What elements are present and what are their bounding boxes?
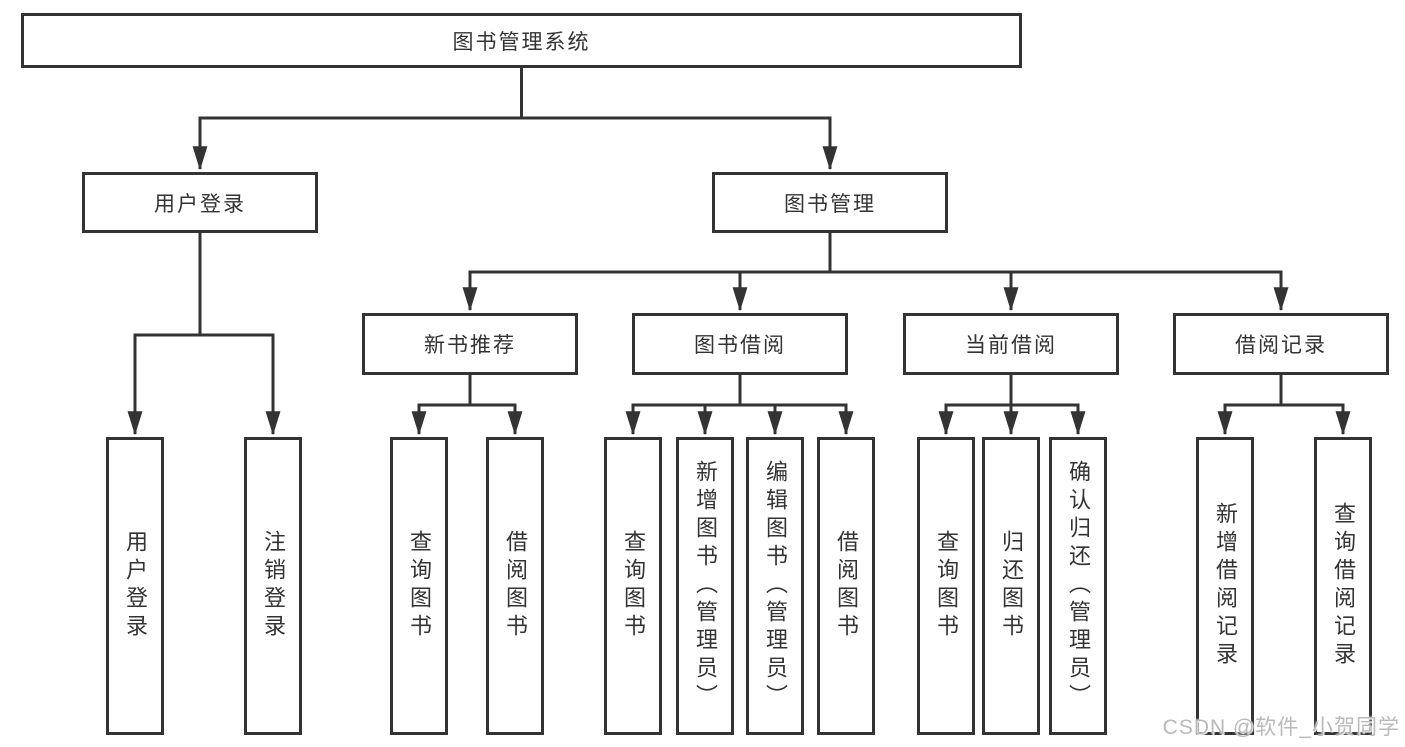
leaf-query-books-current: 查询图书 xyxy=(917,437,975,735)
connector-user-login-to-leaves xyxy=(127,233,281,436)
node-label: 新书推荐 xyxy=(424,334,516,357)
node-book-management-system: 图书管理系统 xyxy=(21,13,1022,68)
node-label: 当前借阅 xyxy=(965,334,1057,357)
leaf-logout: 注销登录 xyxy=(244,437,302,735)
node-label: 归还图书 xyxy=(999,530,1024,642)
node-label: 确认归还（管理员） xyxy=(1066,460,1091,712)
node-label: 编辑图书（管理员） xyxy=(763,460,788,712)
node-label: 新增借阅记录 xyxy=(1213,502,1238,670)
node-book-management-branch: 图书管理 xyxy=(712,172,948,233)
leaf-add-books-admin: 新增图书（管理员） xyxy=(676,437,734,735)
leaf-query-books-borrowing: 查询图书 xyxy=(604,437,662,735)
node-book-borrowing: 图书借阅 xyxy=(632,313,848,375)
node-label: 新增图书（管理员） xyxy=(693,460,718,712)
connector-new-book-to-leaves xyxy=(411,375,523,436)
leaf-confirm-return-admin: 确认归还（管理员） xyxy=(1049,437,1107,735)
leaf-query-books-recommend: 查询图书 xyxy=(390,437,448,735)
connector-current-borrowing-to-leaves xyxy=(938,375,1086,436)
node-label: 查询图书 xyxy=(621,530,646,642)
node-label: 用户登录 xyxy=(154,192,246,216)
node-label: 用户登录 xyxy=(123,530,148,642)
node-label: 图书管理 xyxy=(784,192,876,216)
node-label: 查询图书 xyxy=(934,530,959,642)
leaf-borrow-books: 借阅图书 xyxy=(817,437,875,735)
node-current-borrowing: 当前借阅 xyxy=(903,313,1119,375)
node-label: 查询图书 xyxy=(407,530,432,642)
node-label: 注销登录 xyxy=(261,530,286,642)
node-label: 图书管理系统 xyxy=(452,30,591,54)
leaf-borrow-books-recommend: 借阅图书 xyxy=(486,437,544,735)
connector-root-to-level2 xyxy=(192,68,838,171)
node-label: 借阅图书 xyxy=(834,530,859,642)
leaf-query-borrow-record: 查询借阅记录 xyxy=(1314,437,1372,735)
node-label: 借阅记录 xyxy=(1235,334,1327,357)
node-user-login-branch: 用户登录 xyxy=(82,172,318,233)
leaf-user-login: 用户登录 xyxy=(106,437,164,735)
node-label: 借阅图书 xyxy=(503,530,528,642)
node-label: 图书借阅 xyxy=(694,334,786,357)
leaf-return-books: 归还图书 xyxy=(982,437,1040,735)
connector-book-mgmt-to-level3 xyxy=(462,233,1289,312)
node-borrowing-records: 借阅记录 xyxy=(1173,313,1389,375)
node-new-book-recommend: 新书推荐 xyxy=(362,313,578,375)
leaf-edit-books-admin: 编辑图书（管理员） xyxy=(746,437,804,735)
node-label: 查询借阅记录 xyxy=(1331,502,1356,670)
leaf-add-borrow-record: 新增借阅记录 xyxy=(1196,437,1254,735)
csdn-watermark: CSDN @软件_小贺同学 xyxy=(1162,716,1400,739)
connector-borrowing-records-to-leaves xyxy=(1217,375,1351,436)
connector-book-borrowing-to-leaves xyxy=(625,375,854,436)
